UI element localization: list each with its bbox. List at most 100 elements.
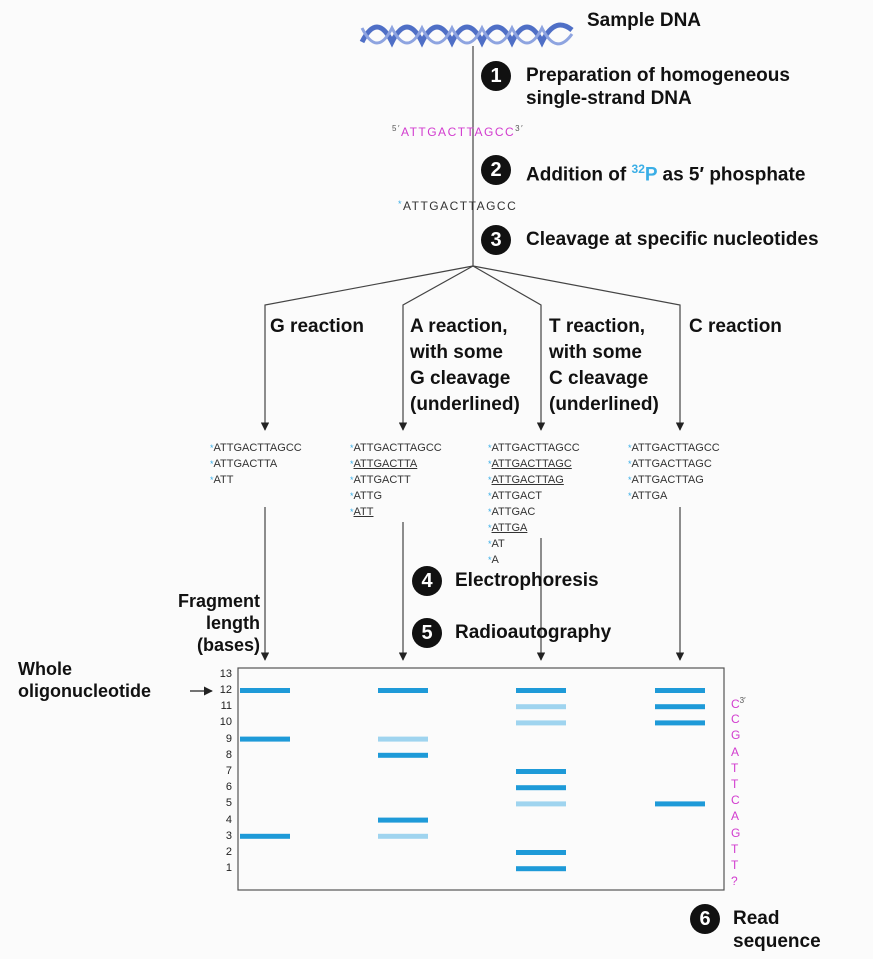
step-1-text: Preparation of homogeneous single-strand… <box>526 65 790 109</box>
fragment-item: *ATTGACTTAGC <box>628 456 720 472</box>
gel-band <box>378 688 428 693</box>
step-4-circle: 4 <box>412 566 442 596</box>
fragment-item: *AT <box>488 536 580 552</box>
reaction-label-g: G reaction <box>270 314 364 340</box>
fragment-sequence: ATTGACTTAG <box>631 474 704 486</box>
gel-tick-label: 6 <box>225 781 232 794</box>
label-star-icon: * <box>210 459 214 469</box>
read-sequence-letter: A <box>731 809 740 824</box>
fragment-sequence: ATTGACT <box>491 490 543 502</box>
label-star-icon: * <box>210 475 214 485</box>
fragment-item: *ATTGA <box>628 488 720 504</box>
label-star-icon: * <box>488 459 492 469</box>
fragment-sequence: ATTG <box>353 490 383 502</box>
read-sequence-letter: T <box>731 777 739 791</box>
step-5-circle: 5 <box>412 618 442 648</box>
gel-band <box>240 688 290 693</box>
label-star-icon: * <box>350 475 354 485</box>
label-star-icon: * <box>488 491 492 501</box>
gel-tick-label: 13 <box>219 667 232 680</box>
fragment-sequence: ATTGACTTAGCC <box>213 442 302 454</box>
fragment-sequence: A <box>491 554 499 566</box>
gel-band <box>516 688 566 693</box>
sample-dna-label: Sample DNA <box>587 10 702 31</box>
gel-band <box>240 736 290 742</box>
read-sequence-letter: C3′ <box>731 696 746 711</box>
reaction-label-line: T reaction, <box>549 316 646 337</box>
fragment-length-label: Fragment length (bases) <box>177 591 260 655</box>
fragment-sequence: ATTGA <box>631 490 668 502</box>
label-star-icon: * <box>350 507 354 517</box>
fragment-item: *ATTGACTTAG <box>488 472 580 488</box>
label-star-icon: * <box>628 491 632 501</box>
gel-band <box>240 833 290 839</box>
gel-tick-label: 7 <box>225 765 232 777</box>
step-3-text: Cleavage at specific nucleotides <box>526 229 819 250</box>
reaction-label-line: C cleavage <box>549 368 649 389</box>
fragments-g: *ATTGACTTAGCC*ATTGACTTA*ATT <box>210 440 302 488</box>
step-5-text: Radioautography <box>455 622 612 643</box>
gel-band <box>516 704 566 710</box>
three-prime-marker: 3′ <box>739 696 746 705</box>
reaction-label-line: C reaction <box>689 316 782 337</box>
fragment-sequence: ATT <box>213 474 234 486</box>
fragment-item: *ATT <box>210 472 302 488</box>
gel-band <box>516 769 566 774</box>
fragment-item: *ATTGAC <box>488 504 580 520</box>
whole-oligonucleotide-label: Whole oligonucleotide <box>18 659 151 701</box>
labeled-strand-sequence: *ATTGACTTAGCC <box>398 199 518 213</box>
step-2-circle: 2 <box>481 155 511 185</box>
fragment-item: *ATT <box>350 504 442 520</box>
fragment-sequence: ATTGACTTAGCC <box>353 442 442 454</box>
fragment-item: *ATTGACTTA <box>210 456 302 472</box>
gel-band <box>378 752 428 758</box>
fragment-sequence: ATTGAC <box>491 506 536 518</box>
fragment-item: *ATTGACTTAGCC <box>210 440 302 456</box>
reaction-label-line: (underlined) <box>410 394 520 415</box>
fragment-sequence: ATTGACTTAGC <box>631 458 712 470</box>
fragment-item: *ATTGACTTAGCC <box>350 440 442 456</box>
read-sequence-letter: A <box>731 744 740 759</box>
gel-tick-label: 5 <box>225 797 232 810</box>
read-sequence-letter: T <box>731 841 739 856</box>
gel-tick-label: 9 <box>225 732 232 745</box>
read-sequence-letter: C <box>731 712 740 727</box>
branch-lines <box>260 265 685 431</box>
single-strand-sequence: 5′ATTGACTTAGCC3′ <box>392 124 525 139</box>
reaction-label-line: with some <box>549 342 642 363</box>
gel-band <box>378 817 428 823</box>
fragment-sequence: ATTGACTTA <box>213 458 278 470</box>
fragments-c: *ATTGACTTAGCC*ATTGACTTAGC*ATTGACTTAG*ATT… <box>628 440 720 504</box>
read-sequence-letter: ? <box>731 874 738 889</box>
label-star-icon: * <box>488 443 492 453</box>
label-star-icon: * <box>488 523 492 533</box>
label-star-icon: * <box>628 459 632 469</box>
step-6-text: Read sequence <box>733 908 821 952</box>
step-3-circle: 3 <box>481 225 511 255</box>
reaction-label-line: G reaction <box>270 316 364 337</box>
label-star-icon: * <box>488 555 492 565</box>
fragment-sequence: ATTGACTT <box>353 474 411 486</box>
reaction-label-line: A reaction, <box>410 316 508 337</box>
label-star-icon: * <box>350 443 354 453</box>
reaction-label-line: G cleavage <box>410 368 511 389</box>
fragment-item: *A <box>488 552 580 568</box>
label-star-icon: * <box>628 443 632 453</box>
label-star-icon: * <box>488 475 492 485</box>
gel-tick-label: 1 <box>225 862 232 875</box>
read-sequence-letter: C <box>731 793 740 808</box>
fragment-sequence: ATT <box>353 506 374 518</box>
dna-helix-icon <box>359 22 574 48</box>
gel-band <box>516 801 566 807</box>
gel-band <box>655 704 705 710</box>
gel-tick-label: 12 <box>219 684 232 696</box>
fragments-t: *ATTGACTTAGCC*ATTGACTTAGC*ATTGACTTAG*ATT… <box>488 440 580 568</box>
label-star-icon: * <box>628 475 632 485</box>
fragment-sequence: ATTGACTTA <box>353 458 418 470</box>
fragment-sequence: ATTGACTTAGCC <box>631 442 720 454</box>
gel-tick-label: 2 <box>225 846 232 858</box>
fragment-sequence: AT <box>491 538 505 550</box>
label-star-icon: * <box>488 507 492 517</box>
